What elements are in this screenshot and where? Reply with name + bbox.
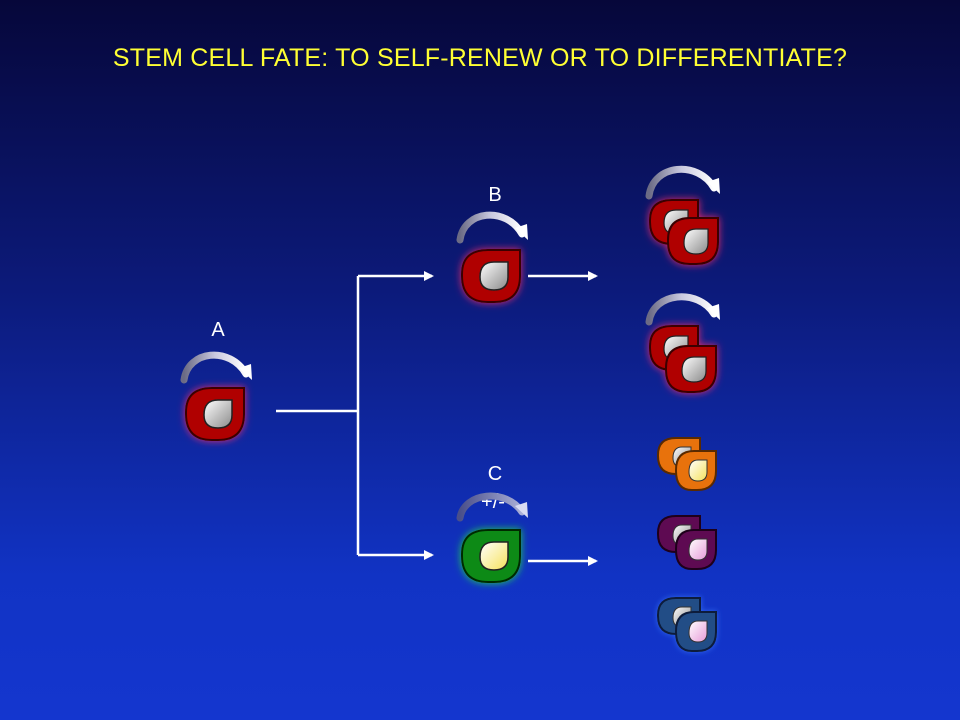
page-title: STEM CELL FATE: TO SELF-RENEW OR TO DIFF… bbox=[112, 44, 848, 72]
branch-connector bbox=[276, 271, 598, 566]
label-c: C bbox=[487, 463, 503, 485]
label-a: A bbox=[211, 319, 225, 341]
progeny-pair-purple bbox=[657, 515, 717, 570]
stem-cell-b bbox=[461, 249, 521, 303]
progeny-pair-red-2 bbox=[649, 325, 717, 393]
progeny-pair-blue bbox=[657, 597, 717, 652]
self-renewal-arc-b bbox=[456, 211, 528, 244]
stem-cell-a bbox=[185, 387, 245, 441]
label-b: B bbox=[488, 184, 502, 206]
progeny-pair-red-1 bbox=[649, 199, 719, 265]
self-renewal-arc-a bbox=[180, 351, 252, 384]
self-renewal-arc-progeny-1 bbox=[645, 165, 720, 200]
progeny-pair-orange bbox=[657, 437, 717, 491]
self-renewal-arc-c bbox=[456, 492, 528, 522]
progenitor-cell-c bbox=[461, 529, 521, 583]
self-renewal-arc-progeny-2 bbox=[645, 293, 720, 326]
